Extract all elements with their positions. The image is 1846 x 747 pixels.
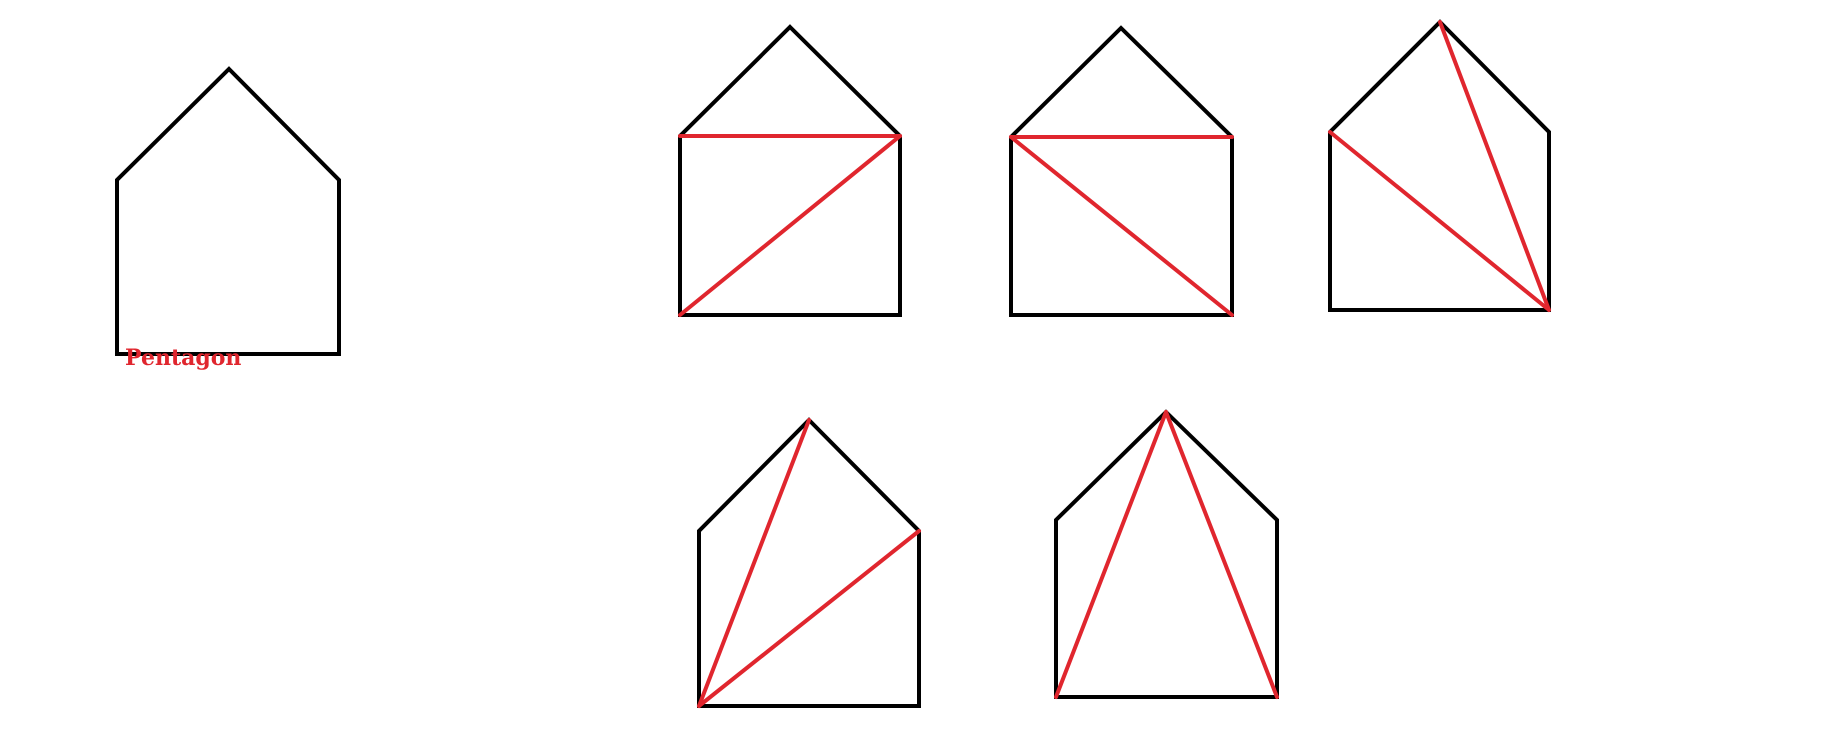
pentagon-outline (697, 417, 921, 708)
pentagon-outline (115, 66, 341, 356)
pentagon-outline (1054, 409, 1279, 699)
triangulation-1 (678, 24, 902, 317)
diagonal-line (678, 134, 902, 317)
diagonal-line (697, 418, 811, 708)
pentagon-outline (1328, 19, 1551, 312)
diagonal-line (697, 529, 921, 708)
triangulation-4 (697, 417, 921, 708)
diagonal-line (1438, 20, 1551, 312)
diagonal-line (1164, 410, 1279, 699)
pentagon-original (115, 66, 341, 356)
pentagon-caption: Pentagon (125, 345, 242, 371)
diagonal-line (1054, 410, 1168, 699)
pentagon-outline (678, 24, 902, 317)
pentagon-outline (1009, 25, 1234, 317)
triangulation-3 (1328, 19, 1551, 312)
triangulation-5 (1054, 409, 1279, 699)
diagonal-line (1009, 135, 1234, 317)
triangulation-2 (1009, 25, 1234, 317)
diagonal-line (1328, 130, 1551, 312)
